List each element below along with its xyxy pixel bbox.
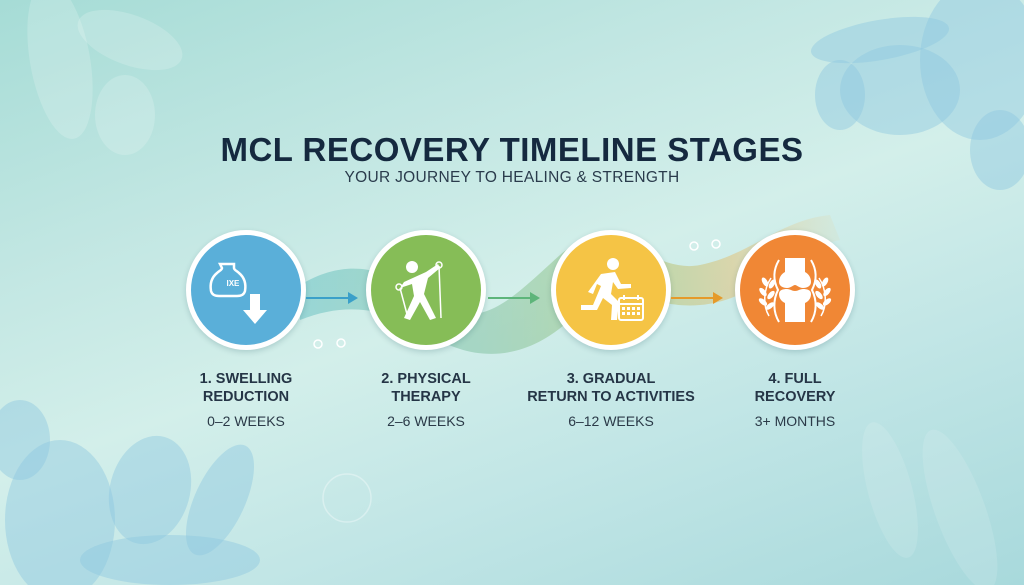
arrow-right-icon	[671, 292, 723, 304]
stage-1-duration: 0–2 WEEKS	[207, 413, 285, 429]
stage-2-icon-circle	[366, 230, 486, 350]
stage-4-title-line1: 4. FULL	[768, 371, 822, 387]
page-title: MCL RECOVERY TIMELINE STAGES	[220, 131, 804, 168]
stage-3-duration: 6–12 WEEKS	[568, 413, 654, 429]
stage-1-title-line2: REDUCTION	[202, 389, 290, 405]
svg-text:IXE: IXE	[227, 279, 241, 288]
arrow-right-icon	[306, 292, 358, 304]
stage-3-title: 3. GRADUAL RETURN TO ACTIVITIES	[511, 370, 711, 406]
stage-1-title-line1: 1. SWELLING	[199, 371, 293, 387]
stage-4-title: 4. FULL RECOVERY	[695, 370, 895, 406]
resistance-band-exercise-icon	[395, 261, 443, 320]
stage-3-icon-circle	[551, 230, 671, 350]
stage-1-icon-circle: IXE	[186, 230, 306, 350]
stage-1-title: 1. SWELLING REDUCTION	[146, 370, 346, 406]
arrow-right-icon	[488, 292, 540, 304]
knee-joint-laurel-icon	[758, 258, 832, 323]
stage-2-title: 2. PHYSICAL THERAPY	[326, 370, 526, 406]
stage-4-duration: 3+ MONTHS	[754, 413, 836, 429]
stage-4-icon-circle	[735, 230, 855, 350]
running-person-calendar-icon	[581, 258, 644, 321]
stage-3-title-line2: RETURN TO ACTIVITIES	[527, 389, 695, 405]
ice-bag-down-arrow-icon: IXE	[209, 262, 267, 324]
stage-2-title-line1: 2. PHYSICAL	[381, 371, 471, 387]
stage-2-duration: 2–6 WEEKS	[387, 413, 465, 429]
page-subtitle: YOUR JOURNEY TO HEALING & STRENGTH	[344, 169, 680, 186]
stage-3-title-line1: 3. GRADUAL	[566, 371, 656, 387]
stage-4-title-line2: RECOVERY	[754, 389, 836, 405]
stage-2-title-line2: THERAPY	[391, 389, 461, 405]
